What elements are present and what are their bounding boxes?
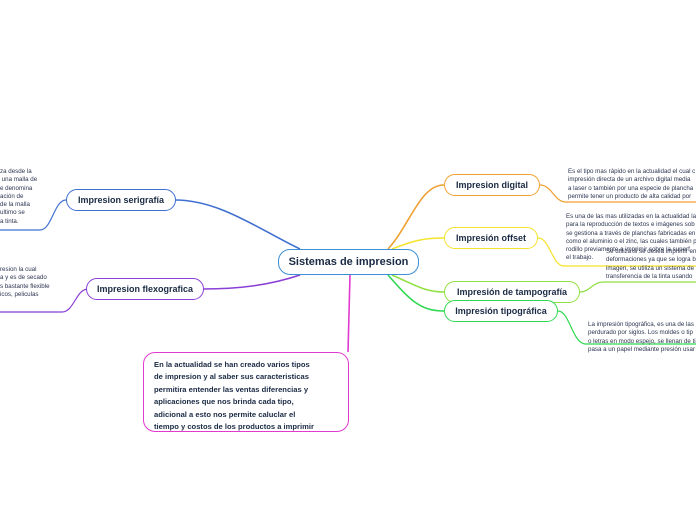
connector-tipografica bbox=[387, 274, 445, 312]
central-topic[interactable]: Sistemas de impresion bbox=[278, 249, 419, 275]
note-serigrafia: za desde la una malla de e denomina ació… bbox=[0, 168, 38, 225]
underline-serigrafia bbox=[0, 199, 67, 231]
connector-tampografia bbox=[391, 274, 445, 293]
connector-pink-note bbox=[347, 274, 351, 353]
note-digital: Es el tipo mas rápido en la actualidad e… bbox=[568, 168, 696, 200]
note-tampografia: Se utiliza si se desea imprimir en defor… bbox=[606, 248, 696, 280]
underline-tipografica bbox=[557, 310, 696, 345]
branch-digital[interactable]: Impresion digital bbox=[444, 174, 540, 196]
underline-tampografia bbox=[579, 281, 696, 293]
connector-offset bbox=[391, 237, 445, 250]
connector-serigrafia bbox=[174, 199, 301, 250]
branch-flexografica[interactable]: Impresion flexografica bbox=[86, 278, 204, 300]
underline-flexografica bbox=[0, 288, 89, 313]
note-offset: Es una de las mas utilizadas en la actua… bbox=[566, 213, 696, 262]
branch-serigrafia[interactable]: Impresion serigrafía bbox=[66, 189, 176, 211]
underline-offset bbox=[537, 237, 696, 267]
underline-digital bbox=[539, 184, 696, 203]
branch-offset[interactable]: Impresión offset bbox=[444, 227, 538, 249]
note-tipografica: La impresión tipográfica, es una de las … bbox=[588, 321, 696, 353]
branch-tipografica[interactable]: Impresión tipográfica bbox=[444, 300, 558, 322]
connector-digital bbox=[387, 184, 445, 250]
note-flexografica: resion la cual a y es de secado s bastan… bbox=[0, 266, 50, 298]
summary-note[interactable]: En la actualidad se han creado varios ti… bbox=[143, 352, 349, 432]
connector-flexografica bbox=[202, 274, 301, 290]
